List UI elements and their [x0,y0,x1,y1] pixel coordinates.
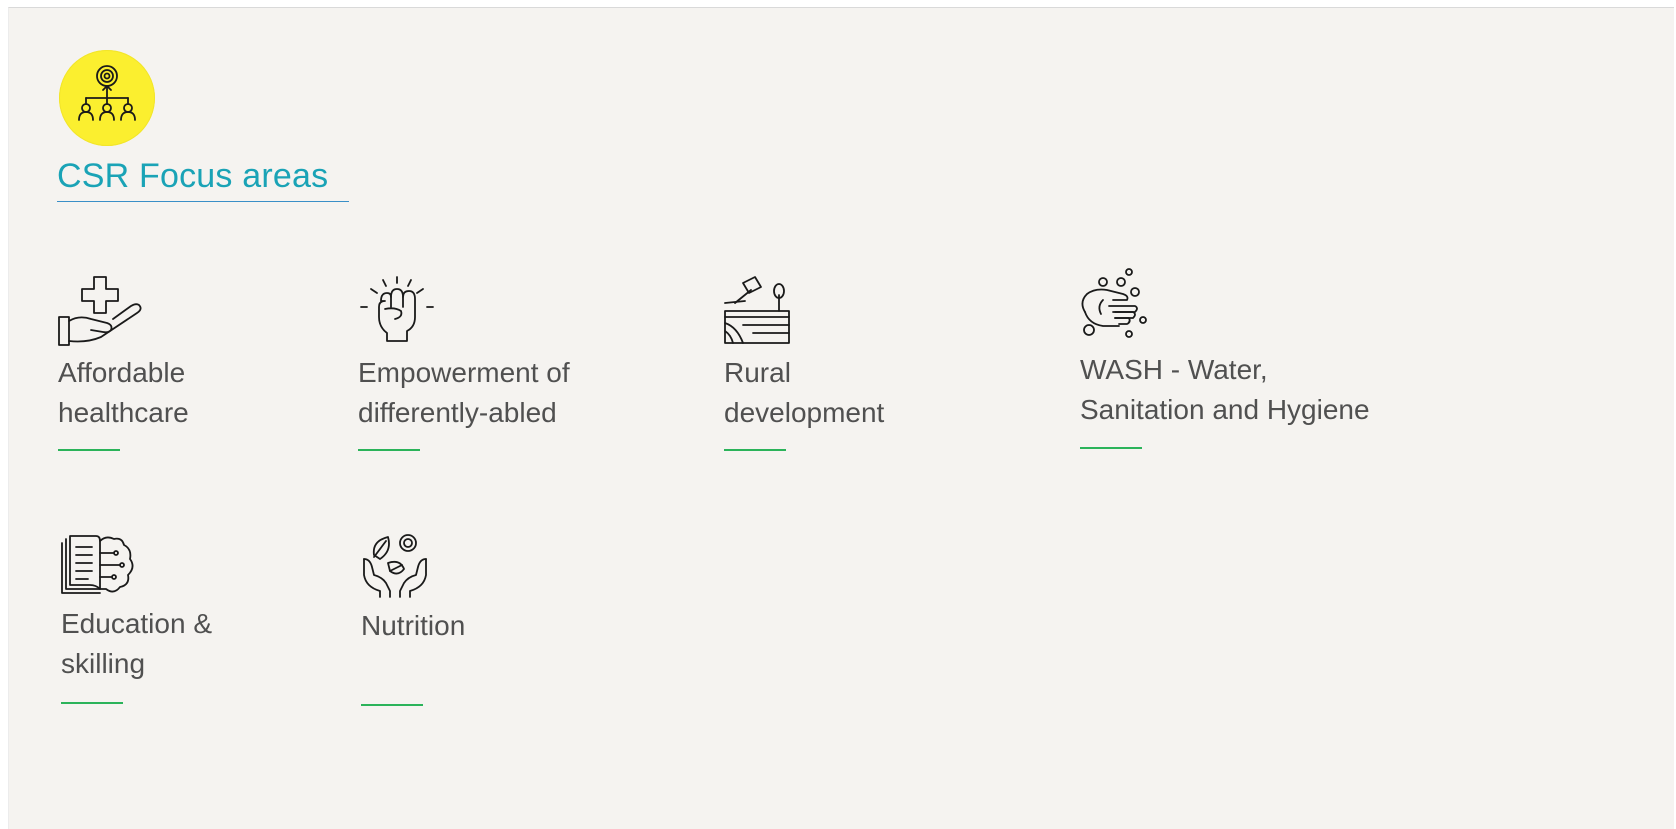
focus-area-label-line2: Sanitation and Hygiene [1080,394,1370,425]
focus-area-label-line1: Rural [724,357,791,388]
focus-area-rural-development[interactable]: Rural development [723,275,963,455]
focus-area-label-line1: Nutrition [361,610,466,641]
page-title: CSR Focus areas [57,157,329,195]
focus-area-label-line2: healthcare [58,397,189,428]
focus-area-label-line2: skilling [61,648,146,679]
focus-area-wash[interactable]: WASH - Water, Sanitation and Hygiene [1079,268,1419,453]
focus-area-empowerment-differently-abled[interactable]: Empowerment of differently-abled [357,275,617,455]
focus-area-label-line1: Empowerment of [358,357,570,388]
title-underline [57,201,349,202]
washing-hands-icon [1081,268,1147,338]
gavel-and-farmland-icon [724,276,790,344]
raised-fist-icon [360,276,434,342]
focus-area-divider [361,704,423,706]
hands-holding-food-icon [363,534,427,598]
focus-area-divider [1080,447,1142,449]
book-and-brain-icon [61,535,134,594]
focus-area-affordable-healthcare[interactable]: Affordable healthcare [57,275,277,455]
target-hierarchy-icon [59,50,155,146]
focus-area-label-line2: development [724,397,885,428]
hand-with-medical-cross-icon [58,276,142,346]
focus-area-label-line1: Education & [61,608,212,639]
focus-area-label-line1: Affordable [58,357,186,388]
focus-area-education-skilling[interactable]: Education & skilling [60,535,280,715]
focus-area-divider [358,449,420,451]
focus-area-label-line2: differently-abled [358,397,557,428]
focus-area-divider [61,702,123,704]
focus-area-divider [58,449,120,451]
focus-area-label-line1: WASH - Water, [1080,354,1268,385]
content-panel [8,7,1674,829]
focus-area-nutrition[interactable]: Nutrition [360,533,580,713]
focus-area-divider [724,449,786,451]
